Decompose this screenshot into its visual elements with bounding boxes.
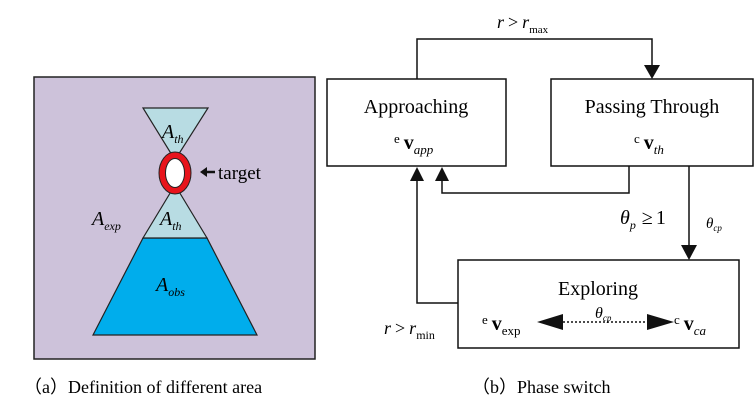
approaching-title: Approaching xyxy=(364,96,468,118)
target-center xyxy=(165,158,185,188)
exploring-title: Exploring xyxy=(558,278,638,300)
caption-a: （a）Definition of different area xyxy=(24,377,262,397)
arrowhead-down-icon xyxy=(644,65,660,79)
arrowhead-up-icon xyxy=(410,167,424,181)
arrowhead-down-icon xyxy=(681,245,697,260)
condition-r-max: r>rmax xyxy=(497,12,549,36)
approaching-box xyxy=(326,78,507,167)
label-a-th-top: Ath xyxy=(160,121,184,146)
label-a-exp: Aexp xyxy=(90,208,121,233)
panel-a: Ath Ath Aexp Aobs target （a）Definition o… xyxy=(24,76,316,397)
transition-pass-to-explore: θp≥1 θcp xyxy=(620,166,722,260)
target-pointer: target xyxy=(200,163,262,184)
arrow-left-icon xyxy=(537,314,563,330)
label-a-th-bottom: Ath xyxy=(158,208,182,233)
condition-r-min: r>rmin xyxy=(384,318,435,342)
exploring-angle: θcp xyxy=(595,305,612,323)
connector-top xyxy=(416,38,653,79)
target-arrow-icon xyxy=(200,167,207,177)
connector-return xyxy=(441,166,630,194)
transition-pass-to-approach xyxy=(435,166,630,194)
transition-explore-to-approach: r>rmin xyxy=(384,167,458,342)
transition-approach-to-pass: r>rmax xyxy=(416,12,660,79)
connector-left xyxy=(416,180,458,304)
threshold-area-bottom xyxy=(141,183,209,239)
threshold-area-top xyxy=(141,107,210,162)
target-label: target xyxy=(218,163,262,184)
condition-theta-p: θp≥1 xyxy=(620,207,666,232)
passing-title: Passing Through xyxy=(585,96,720,118)
arrowhead-up-icon xyxy=(435,167,449,181)
caption-b: （b）Phase switch xyxy=(472,377,611,397)
exploring-box xyxy=(457,259,740,349)
condition-theta-cp: θcp xyxy=(706,216,722,233)
label-a-obs: Aobs xyxy=(154,274,185,299)
arrow-right-icon xyxy=(647,314,674,330)
